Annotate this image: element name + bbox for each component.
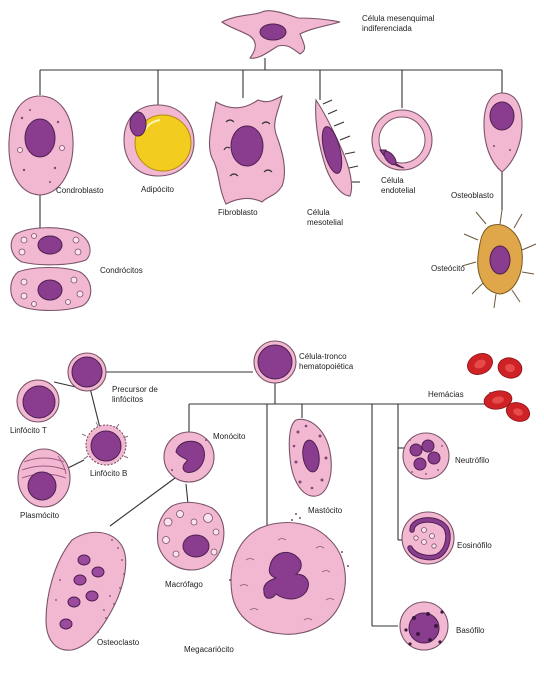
mesothelial-cell bbox=[315, 98, 360, 197]
monocyte bbox=[163, 431, 215, 483]
plasma-cell bbox=[17, 448, 71, 508]
label-megakaryocyte: Megacariócito bbox=[184, 645, 234, 654]
eosinophil bbox=[401, 511, 455, 565]
label-basophil: Basófilo bbox=[456, 626, 485, 635]
label-macrophage: Macrófago bbox=[165, 580, 203, 589]
fibroblast bbox=[208, 94, 285, 205]
label-mast-cell: Mastócito bbox=[308, 506, 343, 515]
endothelial-cell bbox=[371, 109, 433, 171]
label-osteoclast: Osteoclasto bbox=[97, 638, 140, 647]
osteocyte bbox=[461, 209, 537, 309]
label-t-lymphocyte: Linfócito T bbox=[10, 426, 47, 435]
b-lymphocyte bbox=[81, 421, 129, 466]
lymphoid-precursor bbox=[67, 352, 107, 392]
osteoblast bbox=[483, 92, 523, 173]
label-monocyte: Monócito bbox=[213, 432, 246, 441]
mesenchymal-stem-cell bbox=[220, 10, 341, 59]
label-chondrocytes: Condrócitos bbox=[100, 266, 143, 275]
t-lymphocyte bbox=[16, 379, 60, 423]
chondrocytes bbox=[10, 227, 92, 311]
label-eosinophil: Eosinófilo bbox=[457, 541, 492, 550]
label-hematopoietic-stem-cell: Célula-tronco hematopoiética bbox=[299, 352, 354, 371]
megakaryocyte bbox=[229, 513, 349, 635]
red-blood-cells bbox=[467, 353, 531, 422]
basophil bbox=[399, 601, 449, 651]
osteoclast bbox=[45, 531, 127, 651]
hematopoietic-stem-cell bbox=[253, 340, 297, 384]
label-mesothelial-cell: Célula mesotelial bbox=[307, 208, 344, 227]
macrophage bbox=[156, 501, 225, 571]
label-fibroblast: Fibroblasto bbox=[218, 208, 258, 217]
label-lymphoid-precursor: Precursor de linfócitos bbox=[112, 385, 158, 404]
label-plasma-cell: Plasmócito bbox=[20, 511, 60, 520]
label-chondroblast: Condroblasto bbox=[56, 186, 104, 195]
label-endothelial-cell: Célula endotelial bbox=[381, 176, 416, 195]
neutrophil bbox=[402, 432, 450, 480]
label-red-blood-cells: Hemácias bbox=[428, 390, 464, 399]
chondroblast bbox=[8, 95, 74, 196]
mesenchymal-tree-lines bbox=[39, 58, 503, 228]
label-neutrophil: Neutrófilo bbox=[455, 456, 490, 465]
label-osteoblast: Osteoblasto bbox=[451, 191, 494, 200]
label-adipocyte: Adipócito bbox=[141, 185, 174, 194]
label-mesenchymal-stem-cell: Célula mesenquimal indiferenciada bbox=[362, 14, 435, 33]
mast-cell bbox=[288, 418, 332, 497]
label-osteocyte: Osteócito bbox=[431, 264, 465, 273]
adipocyte bbox=[123, 104, 195, 177]
label-b-lymphocyte: Linfócito B bbox=[90, 469, 128, 478]
